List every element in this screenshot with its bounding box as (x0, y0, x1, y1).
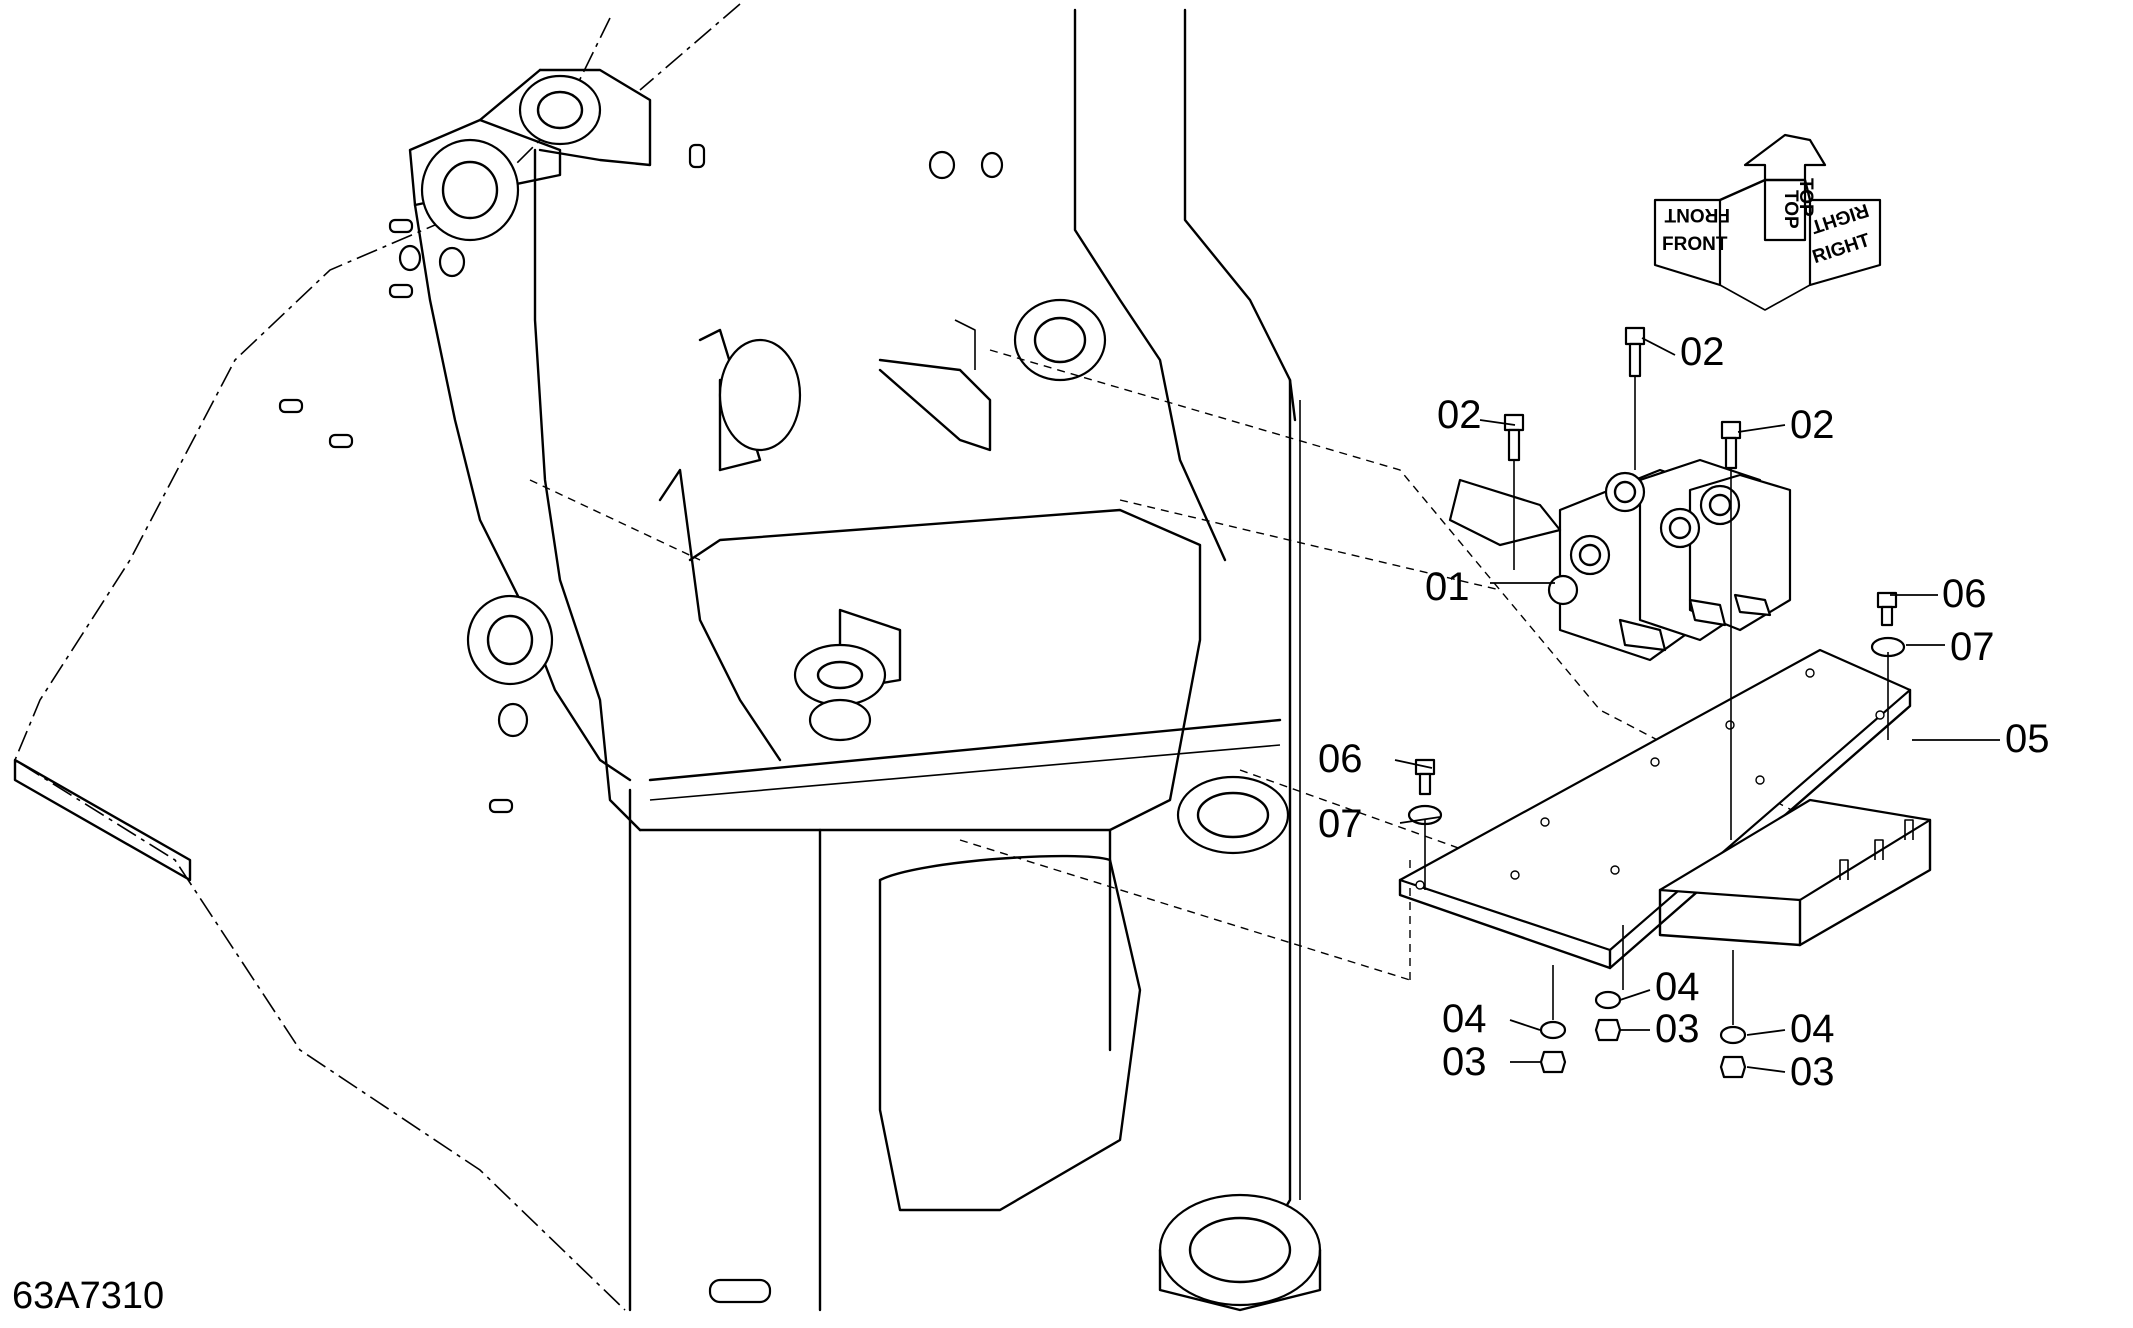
washer-04-right (1719, 1025, 1747, 1045)
svg-text:TOP: TOP (1795, 178, 1816, 217)
mounting-plate (1398, 648, 1932, 970)
bolt-02-top (1624, 326, 1646, 378)
label-03-mid: 03 (1655, 1007, 1700, 1051)
label-02-left: 02 (1437, 393, 1482, 437)
label-03-left: 03 (1442, 1040, 1487, 1084)
label-07-right: 07 (1950, 625, 1995, 669)
top-label: TOP (1780, 190, 1801, 229)
callout-labels: 01 02 02 02 03 03 03 04 04 04 05 06 06 0… (1318, 330, 2050, 1094)
nut-03-mid (1594, 1018, 1622, 1042)
label-04-right: 04 (1790, 1007, 1835, 1051)
label-03-right: 03 (1790, 1050, 1835, 1094)
nut-03-right (1719, 1055, 1747, 1079)
washer-04-mid (1594, 990, 1622, 1010)
control-valve (1448, 458, 1792, 662)
label-06-left: 06 (1318, 737, 1363, 781)
label-01: 01 (1425, 565, 1470, 609)
washer-04-left (1539, 1020, 1567, 1040)
bolt-02-left (1503, 413, 1525, 462)
drawing-code: 63A7310 (12, 1275, 164, 1317)
label-07-left: 07 (1318, 802, 1363, 846)
svg-text:FRONT: FRONT (1664, 204, 1730, 225)
label-04-mid: 04 (1655, 965, 1700, 1009)
label-06-right: 06 (1942, 572, 1987, 616)
bolt-02-right (1720, 420, 1742, 470)
label-02-right: 02 (1790, 403, 1835, 447)
loader-frame (13, 3, 1322, 1312)
label-02-top: 02 (1680, 330, 1725, 374)
orientation-symbol: FRONT FRONT RIGHT RIGHT TOP TOP (1653, 133, 1882, 311)
callout-leaders (1394, 337, 2000, 1073)
nut-03-left (1539, 1050, 1567, 1074)
label-04-left: 04 (1442, 997, 1487, 1041)
label-05: 05 (2005, 717, 2050, 761)
bolt-06-right (1876, 591, 1898, 627)
fasteners (1407, 326, 1906, 1079)
front-label: FRONT (1662, 234, 1728, 255)
